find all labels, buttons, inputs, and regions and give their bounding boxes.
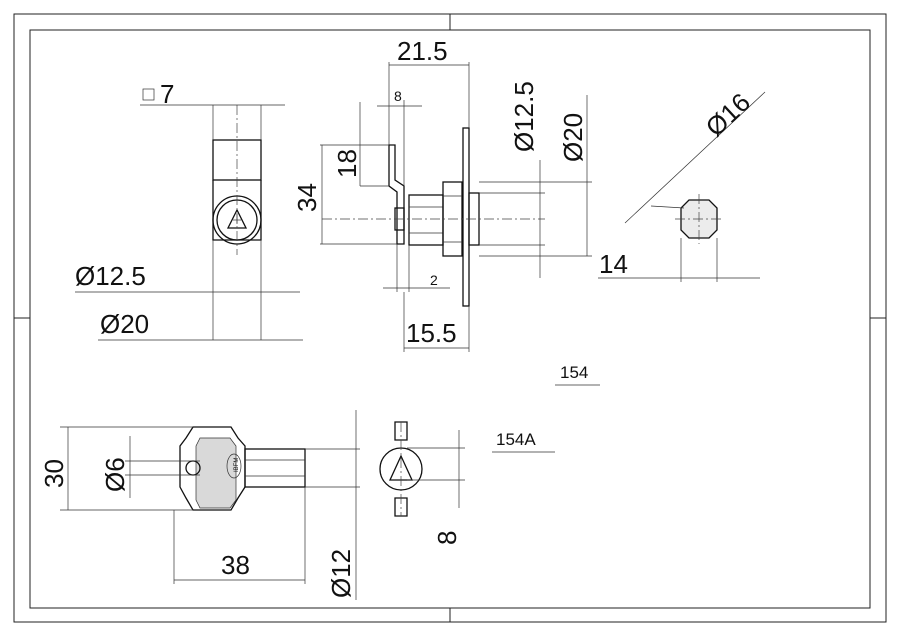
dim-diameter-12-5-front: Ø12.5: [75, 261, 146, 291]
dim-diameter-16: Ø16: [700, 87, 756, 142]
drawing-frame: [13, 13, 887, 623]
dim-width-38: 38: [221, 550, 250, 580]
dim-width-14: 14: [599, 249, 628, 279]
dim-height-34: 34: [292, 183, 322, 212]
part-code-154a: 154A: [496, 430, 536, 449]
dim-diameter-12-5-side: Ø12.5: [509, 81, 539, 152]
dim-height-30: 30: [39, 459, 69, 488]
dim-width-2: 2: [430, 272, 438, 288]
key-view: [60, 410, 360, 600]
dim-width-8: 8: [394, 88, 402, 104]
dim-width-21-5: 21.5: [397, 36, 448, 66]
code-labels: [492, 384, 600, 453]
key-end-view: [379, 421, 465, 517]
key-brand-mark: IBFM: [226, 453, 242, 479]
dim-height-18: 18: [332, 149, 362, 178]
dim-diameter-20-side: Ø20: [558, 113, 588, 162]
dim-diameter-12-key: Ø12: [326, 549, 356, 598]
dim-width-15-5: 15.5: [406, 318, 457, 348]
dim-diameter-20-front: Ø20: [100, 309, 149, 339]
lock-side-view: [320, 62, 592, 352]
bolt-end-view: [598, 91, 766, 282]
dim-diameter-6: Ø6: [100, 457, 130, 492]
lock-front-view: [75, 88, 303, 341]
dim-square-7: 7: [160, 79, 174, 109]
dim-width-8-key: 8: [432, 531, 462, 545]
part-code-154: 154: [560, 363, 588, 382]
svg-text:IBFM: IBFM: [234, 458, 240, 472]
